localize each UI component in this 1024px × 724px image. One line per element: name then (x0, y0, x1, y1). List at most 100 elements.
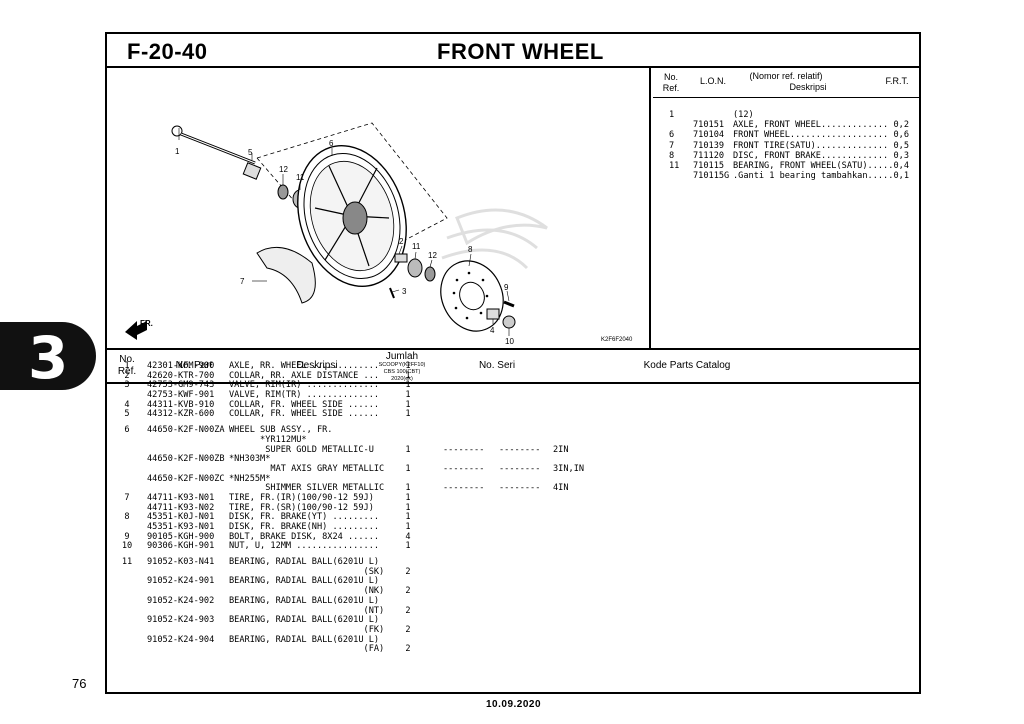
head-no: No. (119, 354, 135, 365)
cell-part: 90105-KGH-900 (147, 531, 215, 542)
callout-9: 9 (504, 283, 509, 292)
cell-ser: 3IN,IN (553, 463, 585, 474)
ref-cell-frt: 0,5 (893, 140, 909, 151)
cell-qty: 1 (405, 512, 411, 523)
cell-desc: (NT) (229, 605, 385, 616)
cell-part: 91052-K24-902 (147, 595, 215, 606)
cell-desc: VALVE, RIM(IR) .............. (229, 380, 380, 391)
cell-s2: -------- (499, 483, 541, 494)
cell-qty: 1 (405, 483, 411, 494)
callout-11-left: 11 (296, 173, 305, 182)
cell-desc: COLLAR, FR. WHEEL SIDE ...... (229, 399, 380, 410)
cell-desc: (FK) (229, 624, 385, 635)
cell-desc: *YR112MU* (229, 434, 307, 445)
cell-ref: 5 (124, 409, 130, 420)
cell-part: 45351-K93-N01 (147, 522, 215, 532)
cell-s2: -------- (499, 444, 541, 455)
cell-desc: COLLAR, RR. AXLE DISTANCE ... (229, 370, 380, 381)
ref-cell-lon: 710151 (693, 120, 725, 131)
cell-desc: DISK, FR. BRAKE(YT) ......... (229, 512, 380, 523)
head-qty-title: Jumlah (385, 351, 419, 362)
cell-desc: TIRE, FR.(SR)(100/90-12 59J) (229, 502, 374, 513)
table-row: 44650-K2F-N00ZC*NH255M* (107, 474, 919, 485)
cell-qty: 1 (405, 399, 411, 410)
cell-part: 91052-K03-N41 (147, 557, 215, 568)
cell-qty: 1 (405, 370, 411, 381)
cell-part: 91052-K24-904 (147, 634, 215, 645)
cell-ref: 9 (124, 531, 130, 542)
cell-desc: COLLAR, FR. WHEEL SIDE ...... (229, 409, 380, 420)
valve-part (389, 287, 395, 299)
cell-part: 42753-GM9-743 (147, 380, 215, 391)
ref-panel: No. Ref. L.O.N. (Nomor ref. relatif) Des… (653, 68, 919, 348)
table-row: 44650-K2F-N00ZB*NH303M* (107, 454, 919, 465)
table-row: *YR112MU* (107, 434, 919, 446)
cell-s2: -------- (499, 463, 541, 474)
cell-qty: 2 (405, 644, 411, 655)
print-date: 10.09.2020 (486, 699, 542, 710)
ref-head-no: No. (663, 72, 678, 82)
ref-cell-frt: 0,1 (893, 171, 909, 182)
head-catalog: Kode Parts Catalog (643, 360, 731, 371)
callout-1: 1 (175, 147, 180, 156)
cell-desc: BEARING, RADIAL BALL(6201U L) (229, 576, 380, 587)
section-code: F-20-40 (127, 39, 208, 64)
ref-cell-frt: 0,4 (893, 160, 909, 171)
cell-desc: (NK) (229, 586, 385, 597)
cell-ref: 11 (121, 557, 133, 568)
ref-head-lon: L.O.N. (699, 76, 726, 86)
cell-part: 44311-KVB-910 (147, 399, 215, 410)
table-row: (FA)2 (107, 645, 919, 655)
cell-desc: WHEEL SUB ASSY., FR. (229, 425, 333, 436)
cell-part: 44312-KZR-600 (147, 409, 215, 420)
table-row: 91052-K24-904 BEARING, RADIAL BALL(6201U … (107, 634, 919, 646)
ref-line: 1(12) (653, 110, 919, 120)
cell-part: 45351-K0J-N01 (147, 512, 215, 523)
ref-cell-desc: DISC, FRONT BRAKE............. (733, 150, 889, 161)
callout-8: 8 (468, 245, 473, 254)
ref-cell-frt: 0,6 (893, 130, 909, 141)
side-collar (486, 308, 500, 320)
cell-desc: *NH303M* (229, 454, 271, 465)
cell-desc: BEARING, RADIAL BALL(6201U L) (229, 634, 380, 645)
ref-cell-ref: 6 (669, 130, 675, 141)
callout-2: 2 (399, 237, 404, 246)
ref-cell-desc: (12) (733, 110, 754, 120)
ref-cell-lon: 710139 (693, 140, 725, 151)
front-wheel-diagram: 1 5 6 12 11 7 2 11 12 8 9 3 4 10 (125, 122, 633, 346)
callout-labels: 1 5 6 12 11 7 2 11 12 8 9 3 4 10 (175, 139, 514, 346)
section-tab: 3 (0, 322, 96, 392)
cell-qty: 1 (405, 409, 411, 420)
table-row: 5 44312-KZR-600 COLLAR, FR. WHEEL SIDE ...… (107, 410, 919, 420)
cell-desc: BEARING, RADIAL BALL(6201U L) (229, 615, 380, 626)
head-serial: No. Seri (478, 360, 516, 371)
head-qty: Jumlah SCOOPY(K2FF10) CBS 100(CBT) 2020(… (365, 351, 439, 383)
distance-collar (394, 253, 408, 263)
callout-5: 5 (248, 148, 253, 157)
seal-left (277, 184, 289, 200)
callout-6: 6 (329, 139, 334, 148)
ref-head-desc-top: (Nomor ref. relatif) (749, 71, 823, 81)
assembly-outline (256, 122, 448, 269)
ref-head-frt: F.R.T. (885, 76, 909, 86)
cell-qty: 1 (405, 444, 411, 455)
ref-cell-desc: FRONT WHEEL................... (733, 130, 889, 141)
ref-cell-lon: 711120 (693, 150, 725, 161)
parts-table-header: No. Ref. No. Part Deskripsi Jumlah SCOOP… (107, 350, 919, 384)
cell-part: 42301-KFM-900 (147, 361, 215, 371)
brake-disc (440, 260, 504, 332)
cell-qty: 1 (405, 492, 411, 503)
cell-s1: -------- (443, 444, 485, 455)
page-title: FRONT WHEEL (437, 39, 604, 64)
